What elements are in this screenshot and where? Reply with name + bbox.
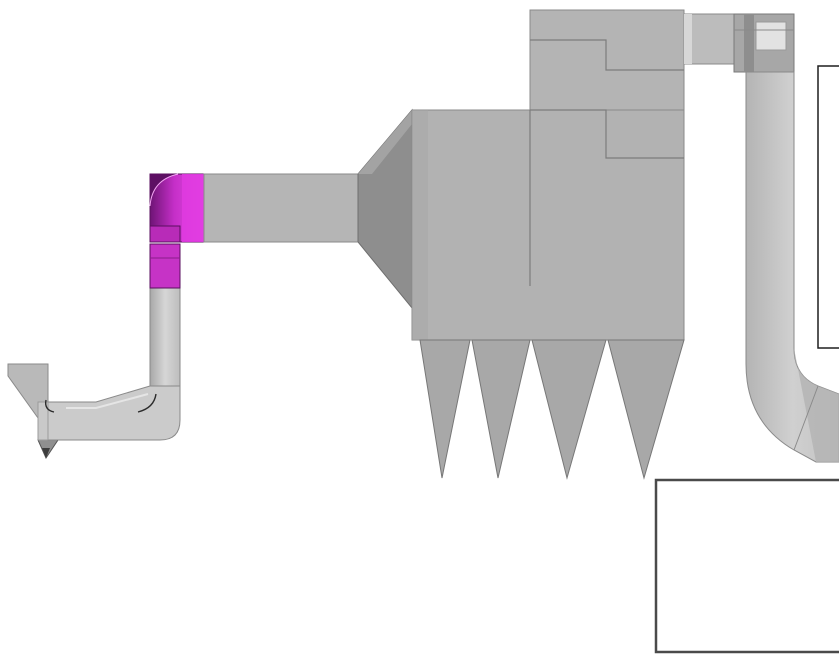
baghouse-body[interactable] [411, 109, 685, 341]
exhaust-duct[interactable] [745, 71, 839, 463]
lower-right-box[interactable] [654, 478, 839, 654]
clean-air-plenum[interactable] [529, 9, 685, 111]
riser-duct[interactable] [149, 287, 181, 387]
duct-elbow-left[interactable] [44, 371, 181, 441]
upper-right-box[interactable] [817, 65, 839, 349]
highlighted-elbow[interactable] [149, 173, 205, 289]
hopper[interactable] [471, 339, 531, 479]
transition-cone[interactable] [357, 108, 413, 310]
outlet-duct[interactable] [683, 13, 795, 73]
hopper[interactable] [419, 339, 471, 479]
hopper[interactable] [607, 339, 685, 480]
hopper[interactable] [531, 339, 607, 480]
inlet-duct[interactable] [203, 173, 359, 243]
hopper-group [419, 339, 685, 480]
